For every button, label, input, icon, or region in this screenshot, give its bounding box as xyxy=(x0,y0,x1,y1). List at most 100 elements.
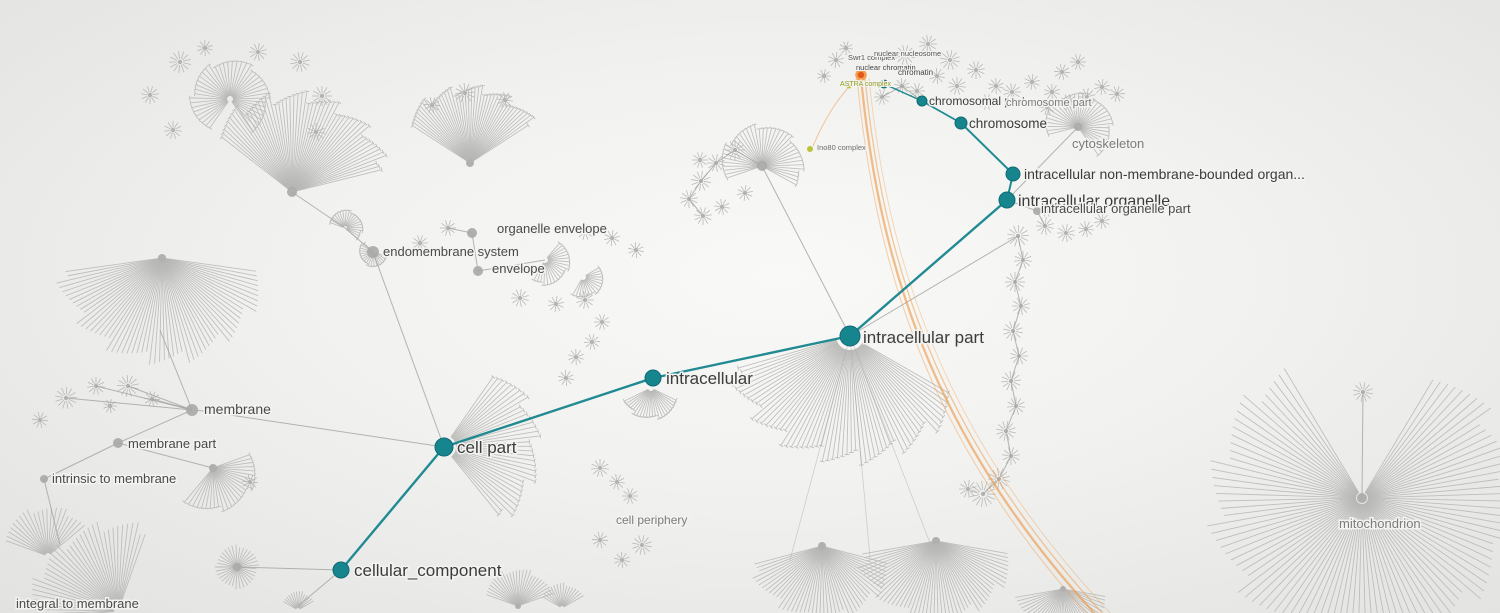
node-organelle[interactable] xyxy=(998,191,1016,209)
ray-tick xyxy=(250,455,253,461)
fan-ray xyxy=(227,121,290,190)
node-label[interactable]: cellular_component xyxy=(353,560,504,582)
node-chromatin_node[interactable] xyxy=(879,79,889,89)
star-cluster xyxy=(1108,86,1126,102)
ray-tick xyxy=(258,97,264,101)
star-ray xyxy=(1006,421,1009,429)
node-label[interactable]: intracellular organelle part xyxy=(1040,200,1193,218)
node-label[interactable]: intracellular organelle xyxy=(1017,192,1172,212)
node-cellpart[interactable] xyxy=(434,437,454,457)
node-label[interactable]: Ino80 complex xyxy=(816,142,867,153)
selected-node-orange[interactable] xyxy=(855,69,867,81)
fan-ray xyxy=(1064,590,1085,613)
gray-hub-node[interactable] xyxy=(932,537,940,545)
gray-hub-node[interactable] xyxy=(757,161,767,171)
fan-ray xyxy=(939,542,1007,584)
star-ray xyxy=(723,202,730,207)
fan-ray xyxy=(1065,590,1100,613)
fan-ray xyxy=(938,543,995,586)
node-label[interactable]: Swr1 complex xyxy=(847,52,896,63)
gray-hub-node[interactable] xyxy=(515,603,521,609)
node-nonmembrane[interactable] xyxy=(1005,166,1021,182)
star-ray xyxy=(1053,85,1057,91)
gray-hub-node[interactable] xyxy=(1033,207,1041,215)
node-intracellular[interactable] xyxy=(644,369,662,387)
node-label[interactable]: nuclear chromatin xyxy=(855,62,917,73)
ray-tick xyxy=(381,149,385,155)
node-label[interactable]: intracellular part xyxy=(862,327,986,349)
node-label[interactable]: endomembrane system xyxy=(382,243,521,261)
fan-ray xyxy=(547,259,570,263)
fan-ray xyxy=(293,114,338,189)
gray-hub-node[interactable] xyxy=(1074,123,1082,131)
fan-ray xyxy=(575,279,583,297)
star-ray xyxy=(432,97,436,103)
node-label[interactable]: intracellular xyxy=(665,368,755,390)
node-label[interactable]: chromatin xyxy=(897,67,934,78)
complex-node[interactable] xyxy=(846,83,852,89)
star-ray xyxy=(302,62,310,66)
node-label[interactable]: membrane xyxy=(203,400,273,419)
star-ray xyxy=(940,57,948,60)
node-label[interactable]: intracellular non-membrane-bounded organ… xyxy=(1023,165,1307,184)
node-label[interactable]: chromosome xyxy=(968,115,1049,133)
star-ray xyxy=(747,193,753,197)
node-cc[interactable] xyxy=(332,561,350,579)
gray-hub-node[interactable] xyxy=(367,246,379,258)
node-label[interactable]: integral to membrane xyxy=(15,595,141,613)
orange-layer xyxy=(812,77,1111,613)
gray-hub-node[interactable] xyxy=(40,475,48,483)
fan-ray xyxy=(1365,383,1449,494)
fan-cluster xyxy=(752,546,887,613)
fan-cluster xyxy=(56,258,259,365)
node-label[interactable]: membrane part xyxy=(127,435,219,453)
star-center xyxy=(589,339,595,345)
ray-tick xyxy=(941,414,946,420)
node-label[interactable]: chromosomal part xyxy=(928,93,1028,110)
fan-ray xyxy=(739,341,838,393)
node-label[interactable]: chromosome part xyxy=(1005,96,1094,111)
node-label[interactable]: nuclear nucleosome xyxy=(873,48,942,59)
star-ray xyxy=(1058,234,1064,239)
star-ray xyxy=(307,127,314,132)
star-ray xyxy=(1063,73,1069,78)
gray-hub-node[interactable] xyxy=(233,563,241,571)
star-ray xyxy=(1009,228,1016,235)
star-ray xyxy=(130,378,137,385)
gray-hub-node[interactable] xyxy=(1357,493,1367,503)
node-label[interactable]: cell part xyxy=(456,437,519,459)
ray-tick xyxy=(671,403,676,409)
node-intrapart[interactable] xyxy=(839,325,861,347)
fan-ray xyxy=(346,218,360,228)
node-label[interactable]: intrinsic to membrane xyxy=(51,470,178,488)
gray-hub-node[interactable] xyxy=(209,464,217,472)
gray-hub-node[interactable] xyxy=(158,254,166,262)
gray-hub-node[interactable] xyxy=(186,404,198,416)
node-label[interactable]: cell periphery xyxy=(615,512,689,529)
node-label[interactable]: mitochondrion xyxy=(1338,515,1423,533)
fan-ray xyxy=(212,470,219,507)
node-label[interactable]: organelle envelope xyxy=(496,220,609,238)
gray-hub-node[interactable] xyxy=(1060,586,1066,592)
node-chromopart[interactable] xyxy=(916,95,928,107)
gray-hub-node[interactable] xyxy=(466,159,474,167)
star-ray xyxy=(1014,239,1018,247)
star-ray xyxy=(622,552,627,559)
complex-node[interactable] xyxy=(807,146,813,152)
gray-hub-node[interactable] xyxy=(473,266,483,276)
gray-hub-node[interactable] xyxy=(113,438,123,448)
gray-hub-node[interactable] xyxy=(818,542,826,550)
node-label[interactable]: cytoskeleton xyxy=(1071,135,1146,153)
ray-tick xyxy=(525,110,530,116)
node-label[interactable]: envelope xyxy=(491,260,547,278)
node-chromosome[interactable] xyxy=(954,116,968,130)
star-ray xyxy=(817,73,823,76)
gray-hub-node[interactable] xyxy=(287,187,297,197)
fan-ray xyxy=(90,260,160,332)
fan-ray xyxy=(642,390,651,418)
gray-hub-node[interactable] xyxy=(467,228,477,238)
fan-ray xyxy=(1023,590,1061,612)
node-label[interactable]: ASTRA complex xyxy=(839,80,892,89)
fan-ray xyxy=(288,594,298,609)
